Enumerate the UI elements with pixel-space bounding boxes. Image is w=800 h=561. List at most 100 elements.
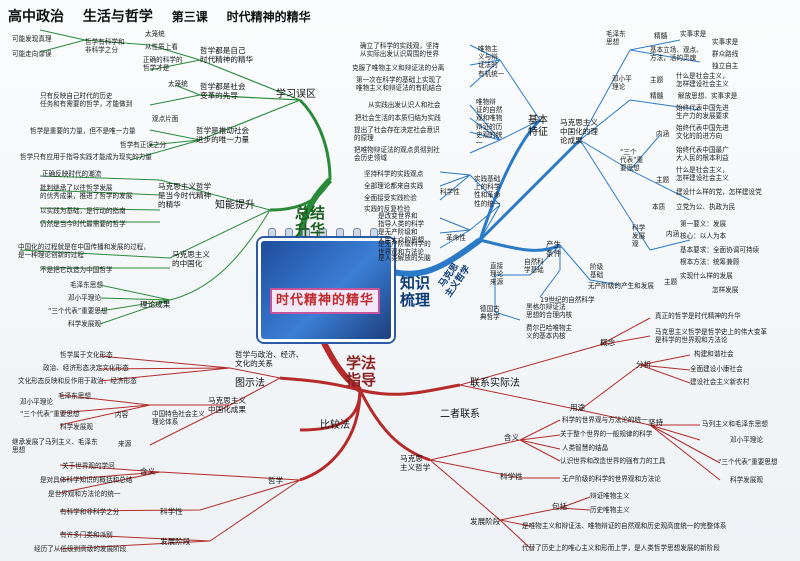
node-kx-r1: 全部理论都来自实践	[364, 182, 424, 190]
branch-xuefa: 学法 指导	[346, 354, 377, 390]
node-lm-s2-0: 中国化的过程就是在中国传播和发展的过程， 是一种理论创新的过程	[18, 243, 150, 260]
node-zg-l3: 科学发展观	[60, 423, 93, 431]
node-rel: 哲学与政治、经济、 文化的关系	[235, 350, 304, 369]
node-kx-r2: 全面接受实践检验	[364, 194, 417, 202]
node-zg-neirong: 内容	[115, 411, 129, 419]
node-sub3-c: 哲学有正误之分	[120, 141, 167, 149]
node-mzd: 毛泽东 思想	[606, 30, 626, 47]
node-sg-neihan: 内涵	[656, 130, 670, 138]
node-zhexue: 哲学	[268, 476, 284, 485]
node-dxp-zhuti: 主题	[650, 76, 664, 84]
node-w1-2: 第一次在科学的基础上实现了 唯物主义和辩证法的有机结合	[356, 76, 442, 93]
node-sg-zt-1: 建设什么样的党，怎样建设党	[676, 188, 762, 196]
node-mkh-2: 人类智慧的结晶	[562, 444, 609, 452]
node-mk: 马克思 主义哲学	[400, 454, 431, 473]
node-jc-2: “三个代表”重要思想	[718, 458, 778, 466]
node-lm-th-3: 科学发展观	[68, 320, 101, 328]
node-jj-0: 无产阶级的产生和发展	[588, 282, 654, 290]
node-bk-0: 辩证唯物主义	[590, 492, 630, 500]
node-ziran: 自然科 学基础	[524, 258, 544, 275]
node-sub1-f: 可能走向谬误	[12, 50, 52, 58]
node-sg-bz-0: 立党为公、执政为民	[676, 203, 736, 211]
node-hy-1: 是对具体科学知识的概括和总结	[40, 476, 133, 484]
node-zg-l0: 毛泽东思想	[58, 392, 91, 400]
node-sg-nh-2: 始终代表中国最广 大人民的根本利益	[676, 146, 729, 163]
node-yongtu: 用途	[570, 403, 586, 412]
node-lm-theory: 理论成果	[140, 300, 171, 309]
node-fz-1: 经历了从低级到高级的发展阶段	[34, 545, 127, 553]
node-lm-s1-2: 以实践为基础，是行动的指南	[40, 207, 126, 215]
node-gm-2: 是无产阶级科学的 世界观和方法论	[378, 240, 431, 257]
node-lm-s1-0: 正确反映时代的潮流	[42, 170, 102, 178]
node-kx-0: 有科学和非科学之分	[60, 508, 120, 516]
node-mk-fazhan: 发展阶段	[470, 517, 501, 526]
node-w1-1: 克服了唯物主义和辩证法的分离	[352, 64, 445, 72]
node-wei2: 唯物辩 证的自然 观和唯物 辩证的历 史观的统 一	[476, 98, 503, 148]
node-kx-r0: 坚持科学的实践观点	[364, 170, 424, 178]
node-zg-laiyuan: 来源	[118, 440, 132, 448]
node-sub3-a: 观点片面	[152, 115, 179, 123]
node-mzd-0: 精髓	[654, 32, 668, 40]
node-tushi: 图示法	[235, 378, 265, 389]
node-rel-0: 哲学属于文化形态	[60, 351, 113, 359]
node-lm-th-0: 毛泽东思想	[70, 281, 103, 289]
node-sg-nh-1: 始终代表中国先进 文化的前进方向	[676, 124, 729, 141]
node-bk-1: 历史唯物主义	[590, 506, 630, 514]
node-dg-0: 黑格尔辩证法 思想的合理内核	[526, 303, 573, 320]
node-lm-s1-1: 批判继承了以往哲学发展 的优秀成果，推进了哲学的发展	[40, 184, 133, 201]
node-gn-1: 马克思主义哲学是哲学史上的伟大变革 是科学的世界观和方法论	[655, 328, 768, 345]
node-mk-hanyi: 含义	[504, 433, 520, 442]
node-fzg-zt-1: 怎样发展	[712, 286, 739, 294]
node-fx-2: 建设社会主义新农村	[690, 378, 750, 386]
node-mkf-1: 代替了历史上的唯心主义和形而上学，是人类哲学思想发展的新阶段	[522, 544, 720, 552]
node-fx-1: 全面建设小康社会	[690, 365, 743, 373]
node-dxp-jingsui: 精髓	[650, 92, 664, 100]
node-dxp: 邓小平 理论	[612, 75, 632, 92]
node-mzd-2: 基本立场、观点、 方法，活的灵魂	[650, 46, 703, 63]
node-jiben: 基本 特征	[528, 115, 548, 138]
node-gm-0: 是改变世界和 指导人类的科学	[378, 212, 425, 229]
node-fzg-2: 基本要求：全面协调可持续	[680, 246, 760, 254]
node-mkf-0: 是唯物主义和辩证法、唯物辩证的自然观和历史观高度统一的完整体系	[522, 522, 727, 530]
node-fazhan: 发展阶段	[160, 537, 191, 546]
node-mzd-5: 独立自主	[712, 62, 739, 70]
book-title: 生活与哲学	[82, 9, 153, 25]
node-sg-nh-0: 始终代表中国先进 生产力的发展要求	[676, 104, 729, 121]
node-mkh-1: 关于整个世界的一般规律的科学	[560, 430, 653, 438]
node-zg-l2: “三个代表”重要思想	[20, 410, 80, 418]
node-sub3: 哲学是推动社会 进步的唯一力量	[196, 126, 250, 145]
node-zhineng: 知能提升	[215, 200, 255, 211]
node-mzd-1: 实事求是	[680, 30, 707, 38]
node-jc-1: 邓小平理论	[730, 436, 763, 444]
node-jianchi: 坚持	[648, 418, 664, 427]
branch-line-zhishi	[384, 237, 482, 277]
node-sub2: 哲学都是社会 变革的先导	[200, 82, 246, 101]
node-jc-3: 科学发展观	[730, 476, 763, 484]
node-rel-1: 政治、经济形态决定文化形态	[43, 364, 129, 372]
node-sub2-b: 只有反映自己时代的历史 任务和有需要的哲学，才能做到	[40, 92, 133, 109]
node-mzd-4: 群众路线	[712, 50, 739, 58]
node-mkk-0: 无产阶级的科学的世界观和方法论	[562, 475, 661, 483]
branch-zongjie: 总结 升华	[295, 204, 326, 240]
node-gm-3: 是人类解放的头脑	[378, 254, 431, 262]
node-deguo: 德国古 典哲学	[480, 305, 500, 322]
node-xuexi: 学习误区	[276, 89, 316, 100]
node-lm-th-1: 邓小平理论	[68, 294, 101, 302]
node-sg-zt-0: 什么是社会主义， 怎样建设社会主义	[676, 166, 729, 183]
node-w2-3: 把唯物辩证法的观点贯彻到社 会历史领域	[354, 146, 440, 163]
node-chansheng: 产生 条件	[546, 240, 562, 259]
node-zg-src: 继承发展了马列主义、毛泽东 思想	[12, 438, 98, 455]
node-mk-kexue: 科学性	[500, 472, 523, 481]
node-mkh-0: 科学的世界观与方法论的统一	[562, 416, 648, 424]
node-sub1-b: 正确的科学的 哲学才是	[143, 56, 183, 73]
lesson-title: 时代精神的精华	[226, 10, 311, 24]
node-fzg-neihan: 内涵	[666, 230, 680, 238]
node-baokuo: 包括	[552, 502, 568, 511]
node-lm-s1-3: 仍然是当今时代最需要的哲学	[40, 220, 126, 228]
node-sub1-d: 哲学有科学和 非科学之分	[85, 38, 125, 55]
node-fx-0: 构建和谐社会	[694, 350, 734, 358]
central-label: 时代精神的精华	[270, 288, 380, 314]
node-kexue: 科学性	[160, 507, 183, 516]
